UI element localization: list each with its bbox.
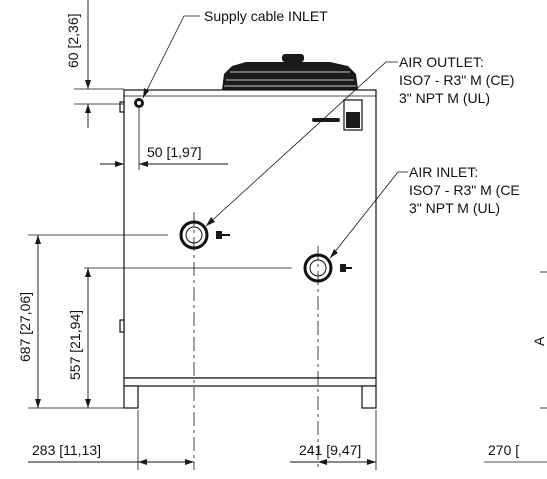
air-inlet-spec-ul: 3" NPT M (UL) — [409, 200, 500, 216]
section-a-label: A — [531, 336, 547, 346]
cabinet-body — [119, 89, 377, 379]
dim-50-label: 50 [1,97] — [147, 144, 202, 160]
air-outlet-spec-ul: 3" NPT M (UL) — [399, 90, 490, 106]
dim-687-label: 687 [27,06] — [17, 292, 33, 362]
dimension-60 — [74, 0, 124, 128]
air-inlet-spec-ce: ISO7 - R3" M (CE — [409, 182, 520, 198]
air-outlet-leader — [205, 61, 398, 227]
air-outlet-spec-ce: ISO7 - R3" M (CE) — [399, 72, 514, 88]
fan-unit — [222, 54, 358, 90]
dim-557-label: 557 [21,94] — [67, 310, 83, 380]
air-inlet-leader — [329, 171, 408, 259]
dim-60-label: 60 [2,36] — [65, 14, 81, 69]
air-inlet-title: AIR INLET: — [409, 164, 478, 180]
supply-cable-label: Supply cable INLET — [204, 8, 328, 24]
supply-cable-inlet — [134, 98, 144, 108]
dimension-687 — [28, 235, 124, 409]
panel-details — [312, 99, 363, 131]
dim-241-label: 241 [9,47] — [299, 442, 361, 458]
base-frame — [123, 377, 377, 409]
dim-270-label: 270 [ — [488, 442, 519, 458]
dimension-283 — [28, 459, 194, 465]
center-lines — [28, 212, 319, 470]
bottom-extension-lines — [137, 410, 377, 470]
dimension-557 — [85, 268, 91, 408]
dimension-241 — [290, 459, 376, 465]
dimension-50 — [100, 108, 228, 170]
side-view-marks — [484, 271, 547, 463]
air-outlet-title: AIR OUTLET: — [399, 54, 484, 70]
dim-283-label: 283 [11,13] — [32, 442, 101, 458]
supply-cable-leader — [142, 15, 200, 99]
